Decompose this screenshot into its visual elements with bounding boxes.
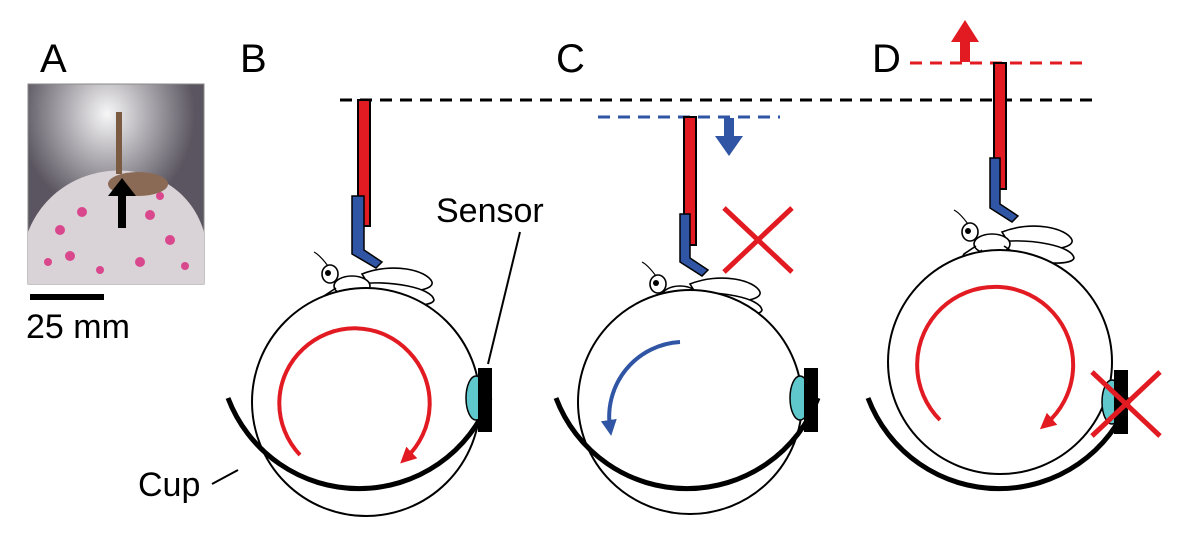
cup-leader-line [211, 469, 239, 485]
arrow-up-icon [108, 178, 136, 228]
tether-holder [989, 157, 1020, 223]
cross-icon [722, 206, 794, 274]
cross-icon [1090, 370, 1162, 438]
sensor-leader-line [487, 231, 521, 365]
panel-a: A 25 mm [26, 37, 205, 346]
cup [865, 397, 1133, 492]
panel-label-c: C [556, 37, 585, 81]
ball [887, 249, 1113, 475]
arrow-up-icon [951, 20, 979, 62]
panel-label-a: A [40, 37, 67, 81]
tether-holder [351, 195, 384, 269]
sensor-label: Sensor [436, 192, 544, 230]
cup [225, 397, 493, 492]
ball [251, 287, 481, 517]
panel-label-d: D [872, 37, 901, 81]
photo-ball-dots [44, 192, 189, 274]
optical-sensor [804, 368, 818, 432]
scale-bar-label: 25 mm [26, 308, 130, 346]
panel-d: D [865, 20, 1162, 492]
optical-sensor [478, 368, 492, 432]
panel-label-b: B [240, 37, 267, 81]
panel-b: B Sensor Cup [138, 37, 544, 517]
setup-photo [27, 83, 205, 285]
rotation-arrow [600, 340, 681, 436]
tether-holder [679, 213, 710, 277]
cup [553, 397, 821, 492]
arrow-down-icon [715, 118, 743, 156]
rotation-arrow [915, 284, 1076, 430]
cup-label: Cup [138, 466, 200, 504]
photo-tether [116, 112, 122, 174]
rotation-arrow [277, 326, 432, 464]
panel-c: C [553, 37, 821, 515]
